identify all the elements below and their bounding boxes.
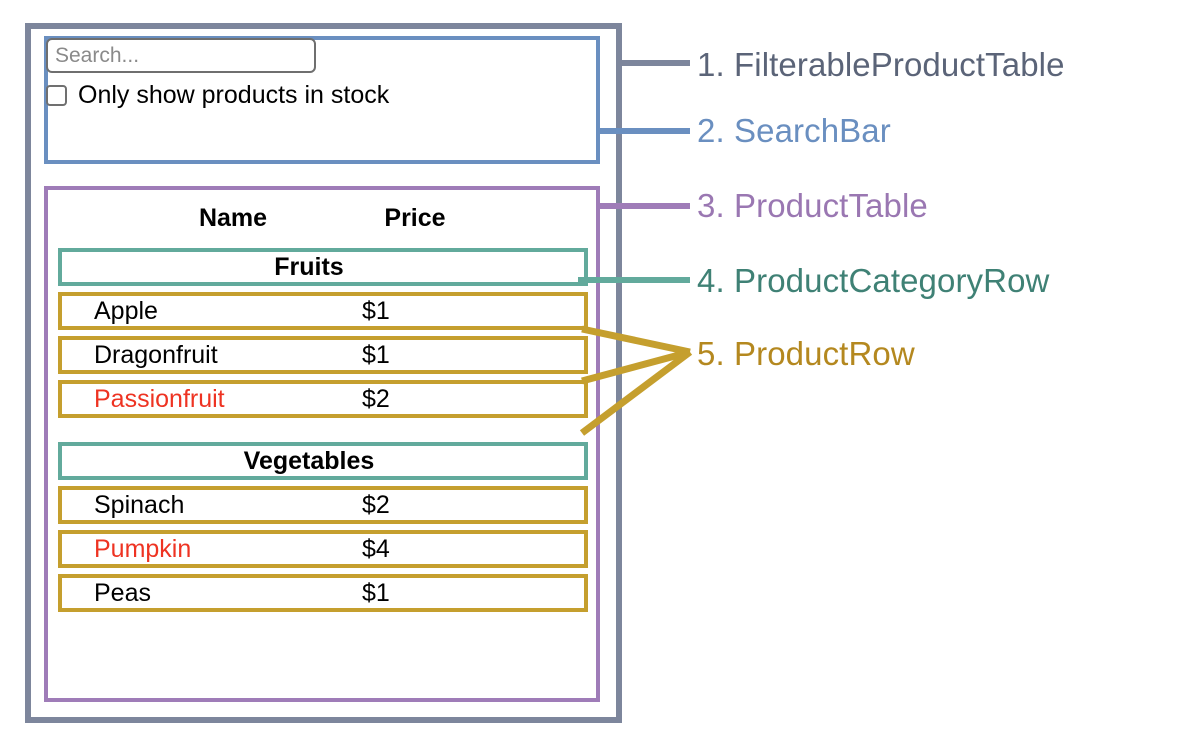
search-input[interactable] — [46, 38, 316, 73]
product-price: $1 — [362, 340, 390, 369]
annotation-text-1: FilterableProductTable — [734, 46, 1065, 83]
annotation-label-5: 5. ProductRow — [697, 337, 915, 370]
product-price: $4 — [362, 534, 390, 563]
annotation-label-2: 2. SearchBar — [697, 114, 891, 147]
product-category-label: Vegetables — [243, 446, 375, 475]
annotation-label-4: 4. ProductCategoryRow — [697, 264, 1049, 297]
annotation-number-1: 1. — [697, 46, 725, 83]
annotation-number-2: 2. — [697, 112, 725, 149]
annotation-text-3: ProductTable — [734, 187, 928, 224]
annotation-text-4: ProductCategoryRow — [734, 262, 1050, 299]
product-name: Peas — [94, 578, 151, 607]
only-in-stock-label: Only show products in stock — [78, 81, 390, 109]
column-header-name: Name — [198, 203, 268, 232]
product-price: $2 — [362, 384, 390, 413]
product-row: Apple $1 — [58, 292, 588, 330]
annotation-number-5: 5. — [697, 335, 725, 372]
product-category-row: Fruits — [58, 248, 588, 286]
product-name: Pumpkin — [94, 534, 192, 563]
in-stock-filter-row[interactable]: Only show products in stock — [46, 83, 389, 108]
product-category-row: Vegetables — [58, 442, 588, 480]
column-header-price: Price — [384, 203, 446, 232]
row-group-gap — [58, 424, 588, 442]
product-price: $2 — [362, 490, 390, 519]
annotation-label-1: 1. FilterableProductTable — [697, 48, 1065, 81]
product-price: $1 — [362, 296, 390, 325]
product-row: Passionfruit $2 — [58, 380, 588, 418]
only-in-stock-checkbox[interactable] — [46, 85, 67, 106]
search-input-wrapper[interactable] — [46, 38, 316, 73]
product-row: Spinach $2 — [58, 486, 588, 524]
product-name: Apple — [94, 296, 158, 325]
annotation-label-3: 3. ProductTable — [697, 189, 928, 222]
annotation-number-4: 4. — [697, 262, 725, 299]
product-price: $1 — [362, 578, 390, 607]
product-row: Pumpkin $4 — [58, 530, 588, 568]
product-row: Peas $1 — [58, 574, 588, 612]
product-table-header-row: Name Price — [48, 197, 596, 239]
product-category-label: Fruits — [274, 252, 344, 281]
annotation-text-2: SearchBar — [734, 112, 891, 149]
product-row: Dragonfruit $1 — [58, 336, 588, 374]
product-name: Passionfruit — [94, 384, 225, 413]
annotation-text-5: ProductRow — [734, 335, 915, 372]
product-name: Spinach — [94, 490, 185, 519]
product-name: Dragonfruit — [94, 340, 218, 369]
annotation-number-3: 3. — [697, 187, 725, 224]
